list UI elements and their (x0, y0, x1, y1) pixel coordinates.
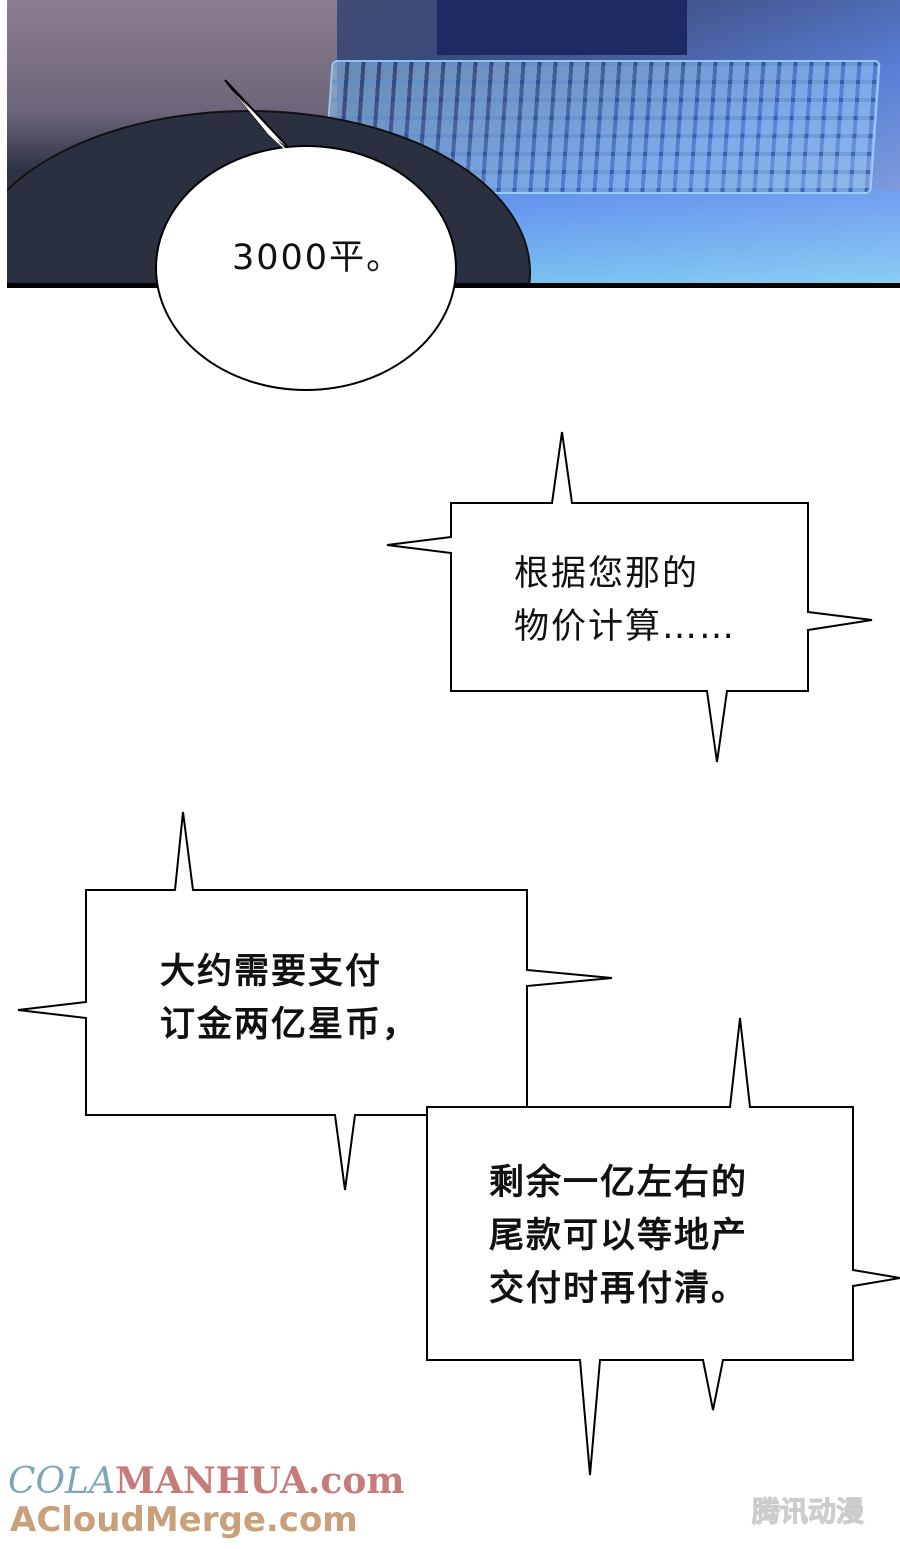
bubble-line: 订金两亿星币， (160, 1005, 420, 1045)
bubble-spiky-1 (386, 431, 873, 763)
bubble-line: 根据您那的 (514, 554, 700, 594)
bubble-text-4: 剩余一亿左右的尾款可以等地产交付时再付清。 (489, 1157, 748, 1316)
bubble-line: 尾款可以等地产 (489, 1216, 749, 1256)
bubble-line: 大约需要支付 (160, 952, 383, 992)
bubble-spiky-3 (426, 1017, 900, 1476)
watermark-part: COLA (8, 1461, 115, 1502)
bubble-text-3: 大约需要支付订金两亿星币， (160, 946, 419, 1052)
bubble-line: 3000平。 (232, 238, 404, 278)
bubble-line: 剩余一亿左右的 (489, 1163, 749, 1203)
bubble-round-body (155, 145, 457, 391)
watermark-colamanhua: COLAMANHUA.com (8, 1460, 404, 1502)
watermark-part: MANHUA.com (114, 1460, 405, 1502)
hologram-figure (437, 0, 687, 55)
bubble-text-2: 根据您那的物价计算…… (514, 548, 736, 654)
bubble-text-1: 3000平。 (232, 232, 403, 285)
watermark-acloudmerge: ACloudMerge.com (10, 1500, 358, 1540)
bubble-line: 物价计算…… (514, 607, 737, 647)
watermark-publisher-logo: 腾讯动漫 (751, 1495, 865, 1529)
bubble-round-tail-cover (232, 90, 296, 160)
bubble-line: 交付时再付清。 (489, 1269, 749, 1309)
